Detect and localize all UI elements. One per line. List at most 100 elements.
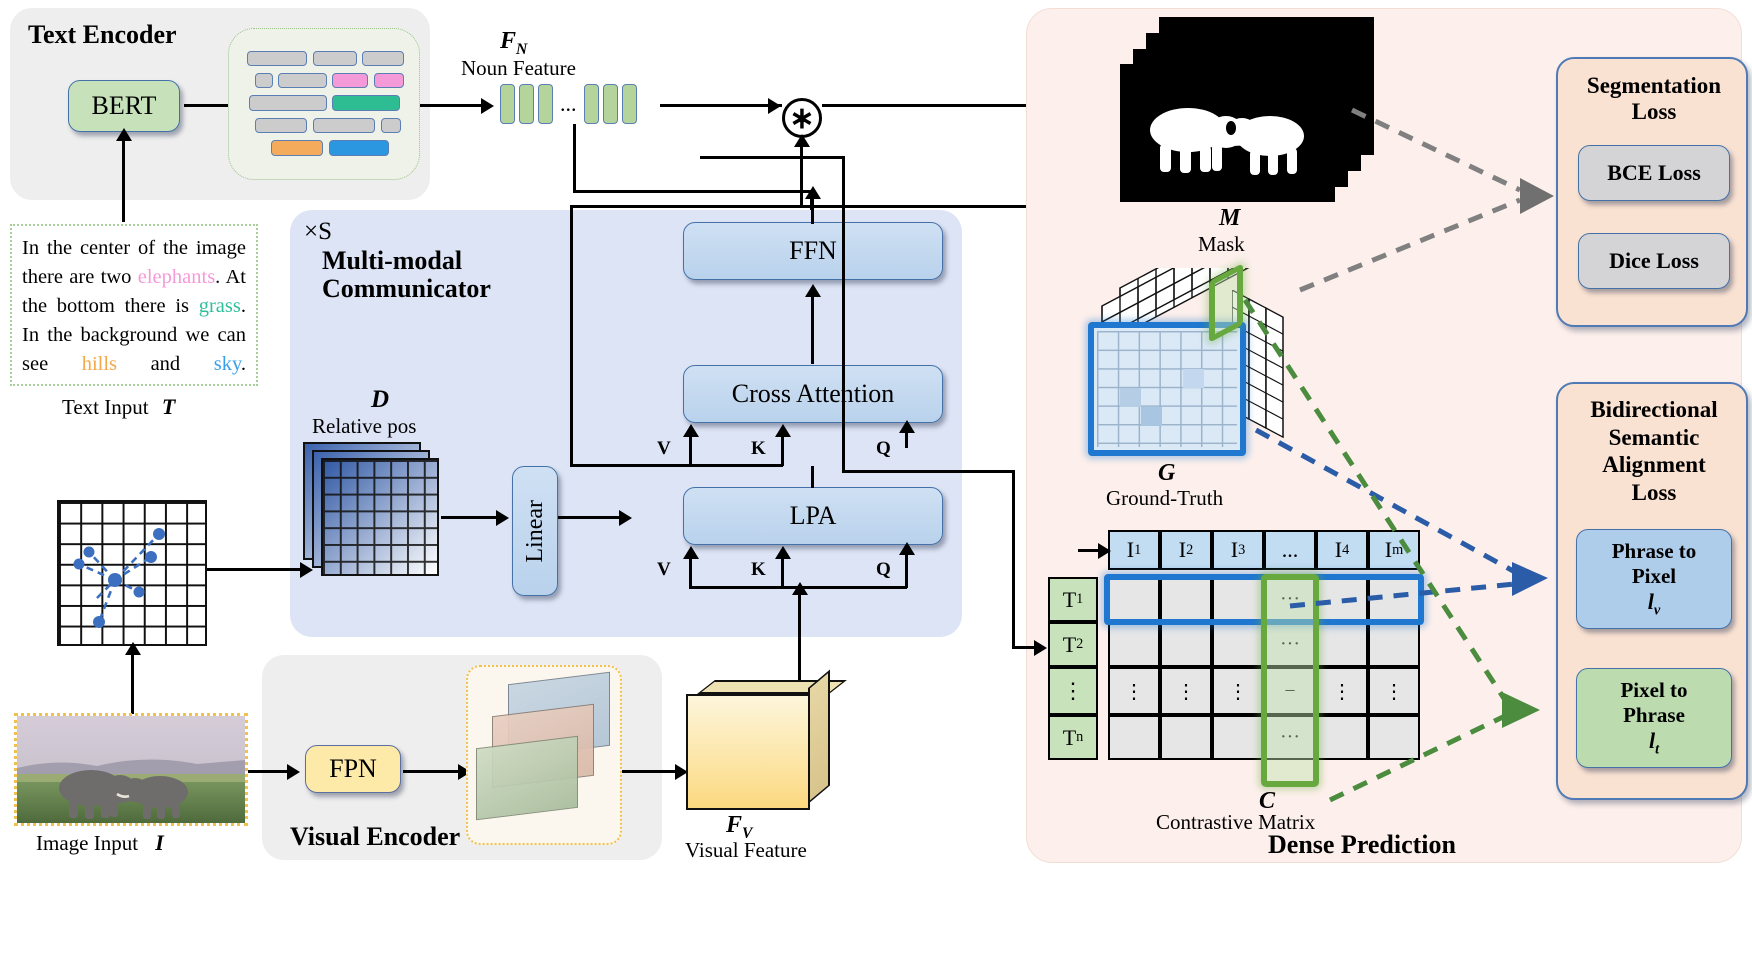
image-input-photo xyxy=(14,713,248,826)
lpa-bus-from-fv xyxy=(798,586,801,696)
matrix-cell xyxy=(1108,715,1160,760)
phrase-to-pixel-line1: Phrase to xyxy=(1611,538,1697,563)
line-to-matrix-rows xyxy=(1012,470,1015,648)
arrow-head xyxy=(768,98,781,114)
matrix-cell xyxy=(1368,622,1420,667)
token-chip-noun-grass xyxy=(332,95,400,111)
text-input-symbol: T xyxy=(161,394,176,419)
arrow-head xyxy=(287,764,300,780)
pixel-to-phrase-line1: Pixel to xyxy=(1620,677,1688,702)
noun-sky: sky xyxy=(213,353,241,376)
nounfeature-branch-right xyxy=(573,190,813,193)
arrow-nounfeature-to-op xyxy=(660,104,782,107)
alignment-loss-panel: Bidirectional Semantic Alignment Loss Ph… xyxy=(1556,382,1748,800)
fpn-label: FPN xyxy=(329,753,377,783)
matrix-cell: ⋮ xyxy=(1108,667,1160,715)
multimodal-title-line1: Multi-modal xyxy=(322,246,463,275)
matrix-cell: ⋮ xyxy=(1316,667,1368,715)
text-encoder-title: Text Encoder xyxy=(28,20,177,49)
cross-attn-v-label: V xyxy=(657,438,671,459)
multiply-glyph: ∗ xyxy=(789,101,815,135)
arrow-head xyxy=(1034,640,1047,656)
bert-label: BERT xyxy=(91,90,157,120)
token-chip xyxy=(247,51,307,66)
arrow-head xyxy=(899,542,915,555)
gt-wireframe-svg xyxy=(1101,268,1271,340)
text-input-box[interactable]: In the center of the image there are two… xyxy=(10,224,258,386)
contrastive-symbol: C xyxy=(1259,788,1276,814)
arrow-head xyxy=(125,642,141,655)
arrow-grid-to-relpos xyxy=(207,568,301,571)
arrow-bert-to-tokens xyxy=(184,104,244,107)
phrase-to-pixel-symbol: lv xyxy=(1647,588,1661,619)
arrow-to-matrix-rows xyxy=(1012,646,1036,649)
arrow-head xyxy=(481,98,494,114)
gt-front-face-highlight xyxy=(1088,322,1246,456)
lpa-box[interactable]: LPA xyxy=(683,487,943,545)
segmentation-loss-panel: Segmentation Loss BCE Loss Dice Loss xyxy=(1556,57,1748,327)
text-input-caption: Text Input T xyxy=(62,394,176,419)
patch-grid xyxy=(57,500,207,646)
lpa-k-label: K xyxy=(751,559,766,580)
token-chip xyxy=(362,51,404,66)
noun-feature-symbol: FN xyxy=(500,28,528,58)
pixel-to-phrase-line2: Phrase xyxy=(1623,702,1685,727)
pixel-to-phrase-symbol: lt xyxy=(1648,727,1660,758)
image-input-symbol: I xyxy=(155,830,164,855)
mask-symbol: M xyxy=(1219,205,1241,231)
pixel-to-phrase-box[interactable]: Pixel to Phrase lt xyxy=(1576,668,1732,768)
text-part2: . At the bottom there is xyxy=(22,266,246,318)
bce-loss-box[interactable]: BCE Loss xyxy=(1578,145,1730,201)
token-chip xyxy=(255,73,273,88)
fpn-box[interactable]: FPN xyxy=(305,745,401,793)
text-part3: . In the background we can see xyxy=(22,295,246,376)
phrase-to-pixel-line2: Pixel xyxy=(1631,563,1677,588)
bert-box[interactable]: BERT xyxy=(68,80,180,132)
arrow-head xyxy=(775,424,791,437)
ca-v-line xyxy=(689,428,692,466)
arrow-fpn-to-pyramid xyxy=(403,770,459,773)
cross-attention-box[interactable]: Cross Attention xyxy=(683,365,943,423)
text-part1: In the center of the image there are two xyxy=(22,237,246,289)
noun-token-ellipsis: ... xyxy=(560,91,577,116)
ffn-box[interactable]: FFN xyxy=(683,222,943,280)
token-chip-noun-elephants xyxy=(332,73,368,88)
token-chip-noun-hills xyxy=(271,140,323,156)
linear-box[interactable]: Linear xyxy=(512,466,558,596)
repeat-label: ×S xyxy=(304,218,333,245)
line-branch-to-rows xyxy=(842,470,1014,473)
dice-loss-box[interactable]: Dice Loss xyxy=(1578,233,1730,289)
arrow-head xyxy=(619,510,632,526)
alignment-loss-title: Bidirectional Semantic Alignment Loss xyxy=(1590,397,1718,505)
token-chip-noun-sky xyxy=(329,140,389,156)
matrix-cell xyxy=(1160,715,1212,760)
cross-attn-q-label: Q xyxy=(876,438,891,459)
ca-k-line xyxy=(781,428,784,466)
arrow-head xyxy=(805,284,821,297)
grid-connections-svg xyxy=(73,528,165,628)
ca-q-line xyxy=(905,424,908,448)
token-chip xyxy=(313,51,357,66)
line-branch-up xyxy=(842,156,845,472)
token-chip xyxy=(249,95,327,111)
noun-hills: hills xyxy=(81,353,118,376)
matrix-cell xyxy=(1316,715,1368,760)
arrow-head xyxy=(792,582,808,595)
multimodal-title-line2: Communicator xyxy=(322,274,491,303)
noun-token xyxy=(500,84,515,124)
bce-loss-label: BCE Loss xyxy=(1607,159,1701,185)
mask-layer-front xyxy=(1120,64,1335,202)
arrow-head xyxy=(794,134,810,147)
lpa-q-label: Q xyxy=(876,559,891,580)
phrase-to-pixel-box[interactable]: Phrase to Pixel lv xyxy=(1576,529,1732,629)
noun-token xyxy=(538,84,553,124)
ffn-output-line xyxy=(572,205,1080,208)
